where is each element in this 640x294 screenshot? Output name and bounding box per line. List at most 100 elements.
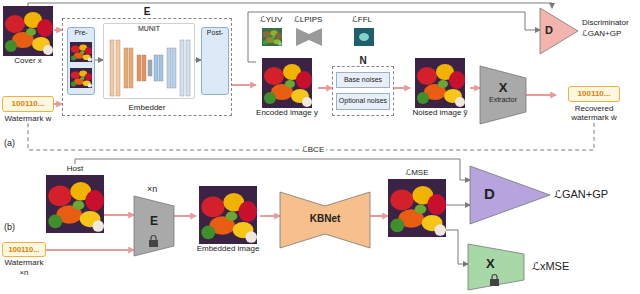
loss-label: ℒBCE bbox=[300, 145, 326, 155]
image-node: Host bbox=[46, 164, 104, 233]
connector bbox=[318, 87, 332, 89]
image-caption: Host bbox=[46, 164, 104, 174]
image-node: Embedded image bbox=[196, 186, 260, 254]
module-letter: X bbox=[480, 66, 526, 96]
lpips-loss-icon bbox=[296, 28, 322, 46]
node-outline bbox=[280, 192, 370, 248]
photo-content bbox=[415, 58, 465, 108]
feature-bar bbox=[159, 55, 163, 81]
feature-bar bbox=[142, 55, 146, 81]
connector bbox=[232, 84, 256, 86]
feature-bar bbox=[167, 48, 171, 88]
panel-label: (b) bbox=[4, 222, 15, 233]
embedder-network: E bbox=[134, 196, 174, 256]
feature-bar bbox=[116, 40, 120, 96]
watermark-node: 100110... Watermark w bbox=[2, 96, 54, 123]
loss-label: ℒYUV bbox=[260, 15, 282, 25]
photo-image bbox=[3, 6, 53, 56]
node-outline bbox=[480, 66, 526, 124]
photo-image bbox=[262, 58, 312, 108]
image-node: Encoded image y bbox=[256, 58, 318, 118]
image-caption: Noised image ỹ bbox=[410, 108, 470, 118]
feature-bar bbox=[129, 48, 133, 88]
connector bbox=[75, 159, 470, 180]
module-letter: N bbox=[333, 55, 393, 67]
node-label: Optional noises bbox=[338, 97, 388, 105]
loss-label: ℒFFL bbox=[352, 15, 372, 25]
module-name: Embedder bbox=[63, 103, 231, 113]
module-letter: D bbox=[484, 185, 495, 203]
discriminator: DDiscriminatorℒGAN+GP bbox=[540, 8, 638, 54]
feature-bar bbox=[148, 60, 152, 76]
connector bbox=[470, 87, 480, 89]
feature-bar bbox=[124, 48, 128, 88]
watermark-bits: 100110... bbox=[2, 96, 54, 112]
image-caption: Cover x bbox=[2, 56, 54, 66]
node-label: Post- bbox=[202, 28, 228, 37]
yuv-loss-icon bbox=[262, 28, 282, 46]
connector bbox=[526, 94, 556, 96]
photo-image bbox=[415, 58, 465, 108]
module-letter: E bbox=[63, 6, 231, 18]
connector bbox=[446, 205, 470, 206]
module-name: KBNet bbox=[280, 192, 370, 225]
connector bbox=[446, 230, 468, 264]
node-label: Watermark w bbox=[2, 114, 54, 124]
node-label: Watermark ×n bbox=[2, 258, 46, 277]
photo-image bbox=[46, 175, 104, 233]
image-node: ℒMSE bbox=[388, 168, 446, 237]
loss-name: ℒGAN+GP bbox=[582, 29, 621, 39]
extractor-network: XExtractor bbox=[480, 66, 526, 124]
noise-box: Optional noises bbox=[336, 93, 390, 109]
module-letter: D bbox=[545, 24, 553, 37]
loss-name: ℒxMSE bbox=[532, 260, 569, 273]
ffl-loss-icon bbox=[354, 28, 374, 46]
feature-bar bbox=[172, 48, 176, 88]
node-outline bbox=[540, 8, 578, 54]
connector bbox=[46, 249, 134, 251]
photo-content bbox=[3, 6, 53, 56]
feature-bar bbox=[137, 55, 141, 81]
watermark-node: 100110...Watermark ×n bbox=[2, 242, 46, 277]
connector bbox=[104, 214, 134, 216]
node-outline bbox=[470, 166, 550, 224]
pre-block: Pre- bbox=[67, 27, 95, 95]
noise-layer: NBase noisesOptional noises bbox=[332, 66, 394, 116]
lock-symbol bbox=[490, 275, 499, 287]
discriminator: D ℒGAN+GP bbox=[470, 166, 620, 224]
image-caption: Embedded image bbox=[196, 244, 260, 254]
module-letter: X bbox=[486, 256, 495, 272]
module-name: Extractor bbox=[480, 96, 526, 104]
connector bbox=[28, 3, 552, 8]
connector bbox=[54, 29, 62, 31]
node-outline bbox=[468, 244, 524, 290]
photo-content bbox=[46, 175, 104, 233]
connector bbox=[174, 215, 196, 217]
photo-image bbox=[388, 179, 446, 237]
connector bbox=[248, 12, 540, 62]
loss-name: ℒGAN+GP bbox=[554, 188, 608, 201]
panel-label: (a) bbox=[4, 138, 15, 149]
feature-bar bbox=[180, 40, 184, 96]
image-node: Cover x bbox=[2, 6, 54, 66]
connector bbox=[95, 60, 103, 61]
lock-symbol bbox=[149, 236, 158, 248]
node-label: Base noises bbox=[338, 76, 388, 84]
embedder-box: EEmbedderPre-MUNITPost- bbox=[62, 18, 232, 116]
munit-block: MUNIT bbox=[103, 23, 195, 99]
feature-bar bbox=[186, 40, 190, 96]
module-letter: E bbox=[134, 196, 174, 228]
connector bbox=[370, 215, 388, 217]
repeat-label: ×n bbox=[147, 184, 157, 195]
post-block: Post- bbox=[201, 27, 229, 95]
feature-bar bbox=[154, 55, 158, 81]
node-label: Pre- bbox=[68, 28, 94, 37]
loss-name: ℒMSE bbox=[388, 168, 446, 178]
extractor-network: X ℒxMSE bbox=[468, 244, 618, 290]
thumbnail-image bbox=[70, 68, 92, 88]
photo-content bbox=[199, 186, 257, 244]
node-outline bbox=[134, 196, 174, 256]
watermark-bits: 100110... bbox=[568, 86, 620, 102]
connector bbox=[54, 103, 62, 105]
